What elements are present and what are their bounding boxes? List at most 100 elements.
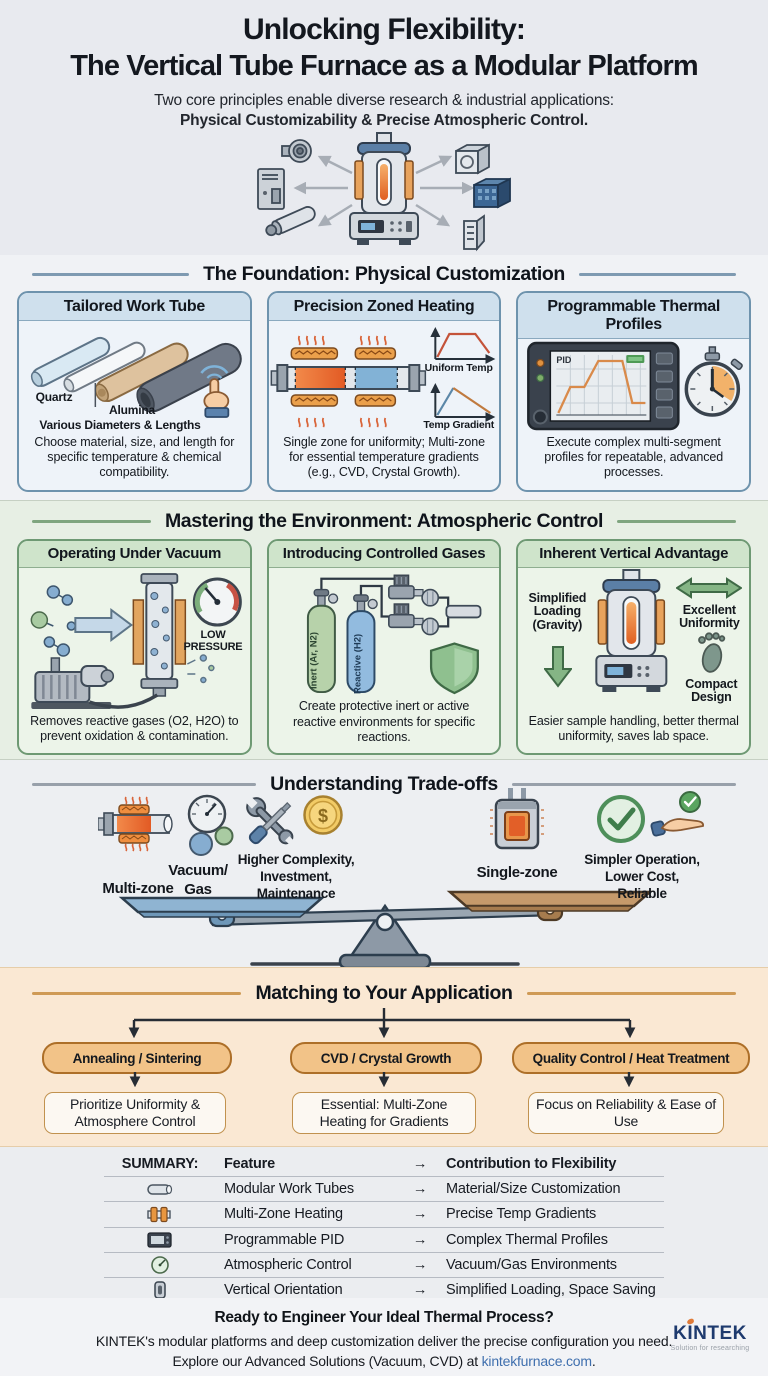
multizone-label: Multi-zone (102, 880, 174, 897)
arrow-glyph: → (412, 1231, 428, 1248)
reactive-cylinder-icon (346, 594, 378, 693)
tubes-icon (30, 336, 242, 418)
inert-cylinder-icon (306, 588, 338, 693)
card-description: Single zone for uniformity; Multi-zone f… (283, 434, 485, 480)
excellent-uniformity-label: Excellent Uniformity (679, 602, 740, 631)
table-row: Programmable PID → Complex Thermal Profi… (104, 1228, 664, 1253)
quartz-label: Quartz (35, 389, 73, 404)
card-vertical-advantage: Inherent Vertical Advantage (516, 539, 752, 755)
down-arrow-icon (544, 645, 573, 688)
valve-assembly-icon (387, 603, 439, 636)
atmosphere-section: Mastering the Environment: Atmospheric C… (0, 500, 768, 760)
website-link[interactable]: kintekfurnace.com (481, 1353, 592, 1370)
heading-rule-right (526, 992, 737, 995)
flow-arrow-icon (74, 607, 134, 642)
table-row: Modular Work Tubes → Material/Size Custo… (104, 1177, 664, 1203)
double-arrow-icon (676, 576, 743, 599)
heat-waves-icon (297, 335, 387, 428)
card-description: Create protective inert or active reacti… (292, 699, 476, 744)
vertical-furnace-icon (595, 568, 668, 692)
foundation-heading: The Foundation: Physical Customization (32, 263, 737, 286)
shield-icon (429, 642, 479, 694)
matching-section: Matching to Your Application Annealing /… (0, 967, 768, 1147)
foundation-section: The Foundation: Physical Customization T… (0, 255, 768, 500)
flow-connector-lines (128, 1008, 636, 1039)
complexity-label: Higher Complexity, Investment, Maintenan… (237, 852, 355, 901)
gauge-icon (151, 1256, 169, 1274)
tools-icon (244, 795, 296, 847)
arrow-glyph: → (412, 1206, 428, 1223)
arrow-glyph: → (412, 1282, 428, 1299)
feature-column-header: Feature (224, 1156, 275, 1173)
controller-module-icon (257, 168, 285, 210)
vertical-furnace-small-icon (154, 1281, 166, 1299)
radiating-arrows (293, 155, 475, 227)
hand-check-icon (650, 791, 705, 837)
rec-box-cvd: Essential: Multi-Zone Heating for Gradie… (292, 1092, 476, 1134)
arrow-glyph: → (412, 1181, 428, 1198)
heading-rule-right (617, 520, 736, 523)
flange-module-icon (281, 139, 312, 163)
gas-molecules-icon (30, 585, 77, 657)
footer-cta: Ready to Engineer Your Ideal Thermal Pro… (214, 1309, 554, 1326)
alumina-label: Alumina (109, 402, 155, 417)
pressure-gauge-icon (192, 577, 242, 627)
gas-system-illustration: Inert (Ar, N2) Reactive (H2) (269, 568, 500, 697)
footer-body: KINTEK's modular platforms and deep cust… (89, 1331, 679, 1372)
summary-section: SUMMARY: Feature → Contribution to Flexi… (0, 1147, 768, 1305)
page-title-line2: The Vertical Tube Furnace as a Modular P… (70, 50, 698, 82)
contribution-column-header: Contribution to Flexibility (446, 1156, 617, 1173)
tradeoffs-section: Understanding Trade-offs Multi-zone (0, 760, 768, 967)
summary-label: SUMMARY: (121, 1156, 199, 1173)
foundation-cards: Tailored Work Tube (17, 291, 752, 492)
vacuum-gas-icon (187, 794, 234, 856)
cube-module-icon (455, 143, 490, 175)
simpler-operation-label: Simpler Operation, Lower Cost, Reliable (584, 852, 700, 901)
gas-cylinders-icon (306, 574, 482, 694)
card-description: Easier sample handling, better thermal u… (528, 713, 739, 744)
card-description: Choose material, size, and length for sp… (34, 434, 235, 480)
footer-text: KINTEK's modular platforms and deep cust… (95, 1333, 673, 1370)
heading-rule-left (32, 273, 190, 276)
heading-rule-right (578, 273, 737, 276)
table-row: Multi-Zone Heating → Precise Temp Gradie… (104, 1202, 664, 1228)
summary-table: SUMMARY: Feature → Contribution to Flexi… (104, 1152, 664, 1305)
inert-cylinder-label: Inert (Ar, N2) (308, 631, 320, 689)
footprint-icon (698, 632, 726, 673)
vacuum-tube-icon (132, 572, 187, 697)
check-circle-icon (597, 795, 645, 843)
heading-rule-left (32, 520, 151, 523)
app-box-annealing: Annealing / Sintering (42, 1042, 232, 1074)
card-description: Removes reactive gases (O2, H2O) to prev… (30, 713, 239, 744)
single-zone-icon (490, 788, 544, 850)
page-title-line1: Unlocking Flexibility: (243, 13, 526, 46)
dual-zone-tube-icon (270, 363, 426, 392)
reactive-cylinder-label: Reactive (H2) (352, 633, 364, 694)
matching-heading: Matching to Your Application (32, 982, 737, 1005)
card-programmable-profiles: Programmable Thermal Profiles PID (516, 291, 752, 492)
vertical-advantage-illustration: Simplified Loading (Gravity) Excellent U… (518, 568, 749, 712)
various-sizes-label: Various Diameters & Lengths (39, 417, 201, 432)
pid-screen-label: PID (557, 355, 573, 365)
zoned-heating-illustration: Uniform Temp Temp Gradient (269, 321, 500, 433)
pid-screen-icon (147, 1232, 172, 1248)
vacuum-gas-label: Vacuum/ Gas (168, 862, 228, 898)
escaping-particles-icon (187, 654, 215, 684)
uniform-temp-chart-icon (430, 326, 496, 364)
down-arrow-icon (129, 1072, 141, 1088)
table-row: Atmospheric Control → Vacuum/Gas Environ… (104, 1253, 664, 1278)
balance-scale-icon (118, 890, 654, 967)
rec-box-quality-control: Focus on Reliability & Ease of Use (528, 1092, 724, 1134)
right-pan-icon (446, 890, 654, 922)
valve-assembly-icon (387, 574, 439, 607)
rec-box-annealing: Prioritize Uniformity & Atmosphere Contr… (44, 1092, 226, 1134)
arrow-glyph: → (412, 1156, 428, 1173)
subtitle: Two core principles enable diverse resea… (154, 92, 614, 109)
furnace-icon (349, 132, 419, 245)
vacuum-pump-icon (31, 657, 159, 709)
footer-section: Ready to Engineer Your Ideal Thermal Pro… (0, 1298, 768, 1376)
tap-hand-icon (200, 364, 230, 418)
heading-rule-left (32, 992, 242, 995)
outlet-pipe-icon (445, 604, 482, 619)
